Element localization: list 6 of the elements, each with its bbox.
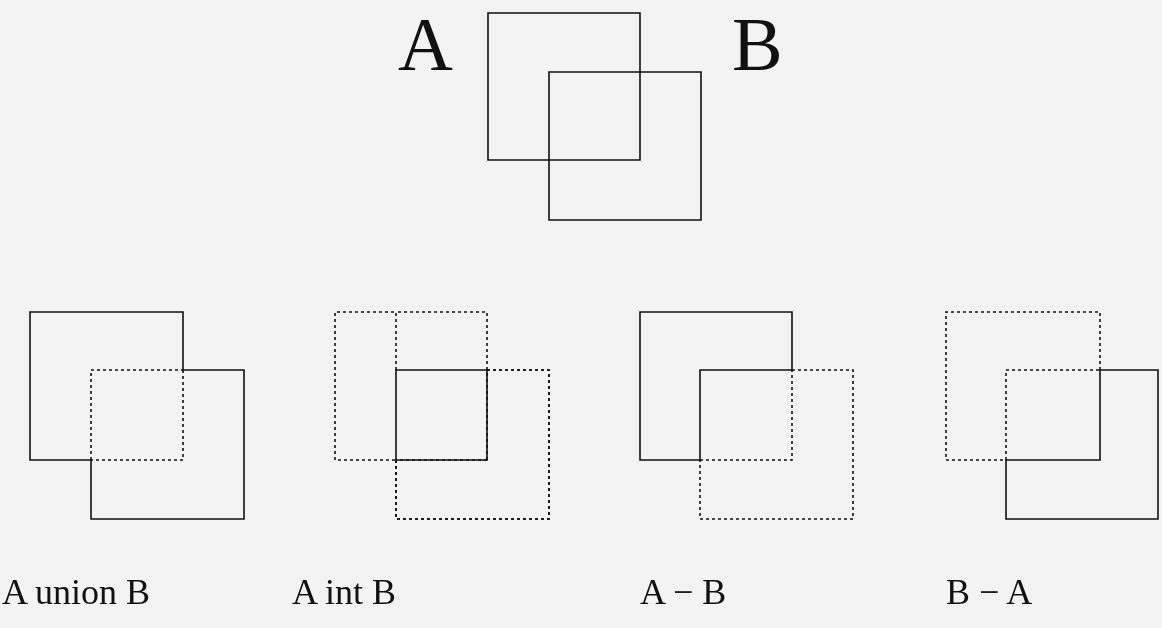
operation-label: A union B [2, 574, 151, 610]
set-label: B [732, 6, 783, 82]
set-label: A [398, 6, 453, 82]
operation-label: A int B [292, 574, 397, 610]
operation-label: B − A [946, 574, 1033, 610]
operation-label: A − B [640, 574, 727, 610]
